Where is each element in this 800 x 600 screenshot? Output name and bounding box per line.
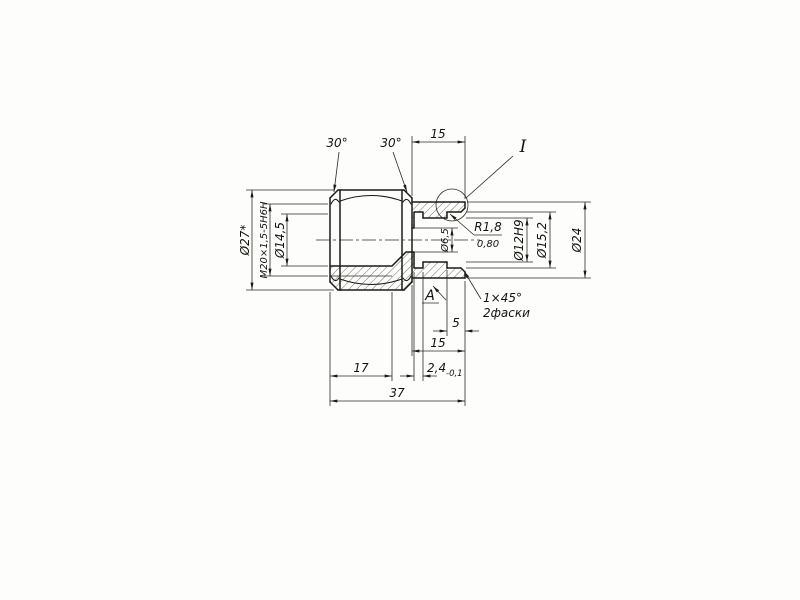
detail-view-label: I (519, 137, 527, 157)
dim-dia6-5-label: Ø6,5 (439, 228, 451, 253)
roughness-value-label: 0,80 (477, 239, 499, 250)
dim-depth5-label: 5 (452, 316, 460, 330)
dim-thread-label: М20×1,5-5Н6Н (259, 201, 270, 278)
chamfer-label: 1×45° (483, 291, 522, 305)
part-outline (316, 188, 480, 291)
dim-dia14-5-label: Ø14,5 (273, 222, 287, 259)
dim-groove-width-tolerance: -0,1 (446, 369, 463, 379)
section-hatching (330, 202, 465, 290)
dim-groove-width-label: 2,4 (427, 361, 446, 375)
dim-width15-top-label: 15 (430, 127, 445, 141)
dim-dia15-2-label: Ø15,2 (535, 222, 549, 259)
dim-radius-label: R1,8 (474, 220, 502, 234)
dimension-labels: 15 30° 30° I Ø27* М20×1,5-5Н6Н Ø14,5 Ø6,… (238, 127, 584, 400)
angle-30-left-label: 30° (326, 136, 347, 150)
section-view-label: А (424, 288, 435, 304)
dim-dia27-label: Ø27* (238, 225, 252, 257)
dim-len15-bottom-label: 15 (430, 336, 445, 350)
detail-circle (435, 188, 469, 222)
angle-30-right-label: 30° (380, 136, 401, 150)
dim-dia24-label: Ø24 (570, 228, 584, 254)
dimension-lines (246, 136, 591, 406)
chamfer-note-label: 2фаски (483, 306, 530, 320)
dim-dia12h9-label: Ø12Н9 (512, 219, 526, 261)
dim-len37-total-label: 37 (389, 386, 405, 400)
dim-len17-label: 17 (353, 361, 369, 375)
